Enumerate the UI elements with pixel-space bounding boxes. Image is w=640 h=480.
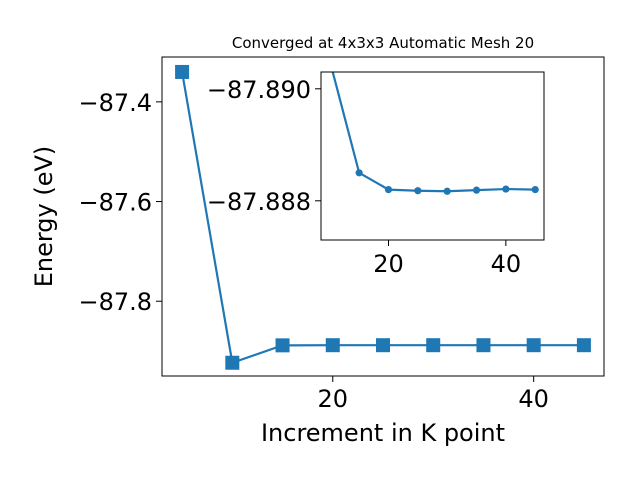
inset-data-point: [502, 185, 510, 193]
data-point: [576, 338, 591, 353]
inset-data-point: [414, 187, 422, 195]
inset-y-tick-label: −87.888: [207, 188, 311, 216]
inset-plot-area: 20 40 −87.890 −87.888: [207, 71, 545, 278]
data-point: [175, 64, 190, 79]
x-axis-label: Increment in K point: [261, 419, 505, 447]
y-tick-label: −87.4: [78, 89, 152, 117]
chart-title: Converged at 4x3x3 Automatic Mesh 20: [232, 34, 534, 52]
main-plot-area: 20 40 −87.8 −87.6 −87.4: [78, 56, 605, 413]
data-point: [526, 338, 541, 353]
data-point: [376, 338, 390, 353]
inset-x-tick-label: 40: [491, 250, 522, 278]
data-point: [476, 338, 491, 353]
inset-y-tick-label: −87.890: [207, 76, 311, 104]
y-axis-label: Energy (eV): [30, 146, 58, 288]
y-tick-label: −87.8: [78, 288, 152, 316]
inset-data-point: [384, 186, 393, 194]
x-tick-label: 20: [317, 385, 348, 413]
inset-data-point: [531, 186, 539, 194]
data-point: [225, 355, 240, 370]
inset-data-point: [472, 186, 481, 194]
inset-data-point: [443, 187, 451, 195]
data-point: [275, 338, 290, 353]
data-point: [325, 338, 340, 353]
inset-background: [321, 72, 544, 240]
inset-series-line: [331, 72, 536, 193]
x-tick-label: 40: [518, 385, 549, 413]
main-plot-frame: [161, 56, 605, 377]
y-tick-label: −87.6: [78, 189, 152, 217]
data-point: [426, 338, 441, 353]
inset-frame: [320, 71, 545, 241]
inset-data-point: [355, 169, 363, 177]
inset-x-tick-label: 20: [373, 250, 404, 278]
